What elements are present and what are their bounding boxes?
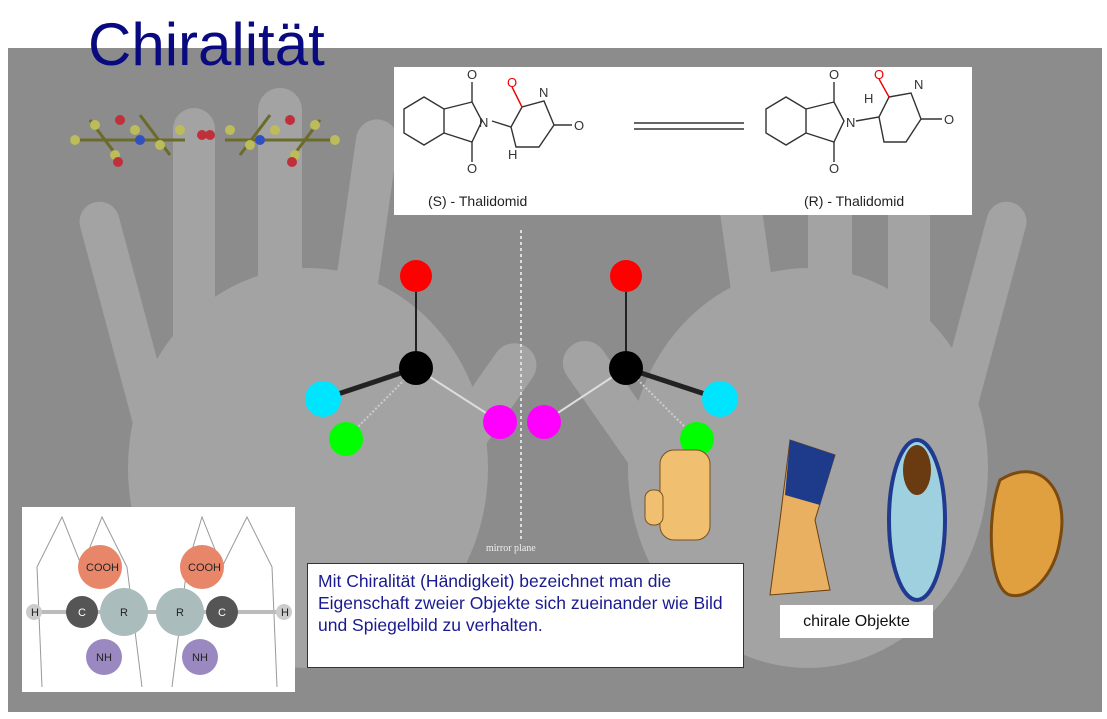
atom-label: O — [944, 112, 954, 127]
shoe-icon — [887, 438, 947, 602]
atom-label: N — [539, 85, 548, 100]
c-label: C — [218, 607, 226, 619]
atom-label: N — [479, 115, 488, 130]
foot-icon — [769, 439, 836, 596]
nh2-label: NH — [96, 652, 112, 664]
thalidomide-structures-panel: O O N O N O H O O N O N O H (S) - Thalid… — [394, 67, 972, 215]
atom-label: O — [874, 67, 884, 82]
cooh-label: COOH — [86, 562, 119, 574]
r-thalidomide-label: (R) - Thalidomid — [804, 193, 905, 209]
mirror-plane-label: mirror plane — [486, 543, 536, 554]
atom-label: O — [467, 161, 477, 176]
atom-label: H — [864, 91, 873, 106]
r-ball — [100, 588, 148, 636]
h-label: H — [281, 607, 289, 619]
cooh-ball — [78, 545, 122, 589]
top-atom-mirror — [610, 260, 642, 292]
r-label: R — [176, 607, 184, 619]
h-ball — [26, 604, 42, 620]
cooh-label: COOH — [188, 562, 221, 574]
center-atom — [399, 351, 433, 385]
definition-text-box: Mit Chiralität (Händigkeit) bezeichnet m… — [307, 563, 744, 668]
magenta-atom-mirror — [527, 405, 561, 439]
top-atom — [400, 260, 432, 292]
atom-label: O — [829, 67, 839, 82]
cyan-atom-mirror — [702, 381, 738, 417]
center-atom-mirror — [609, 351, 643, 385]
green-atom — [329, 422, 363, 456]
nh2-ball — [86, 639, 122, 675]
green-atom-mirror — [680, 422, 714, 456]
atom-label: O — [829, 161, 839, 176]
amino-acid-enantiomers-image: COOH R C NH H COOH R C NH H — [22, 507, 295, 692]
s-thalidomide-label: (S) - Thalidomid — [428, 193, 528, 209]
magenta-atom — [483, 405, 517, 439]
h-label: H — [31, 607, 39, 619]
slide-title: Chiralität — [88, 11, 325, 78]
ear-icon — [989, 470, 1064, 598]
atom-label: O — [574, 118, 584, 133]
r-label: R — [120, 607, 128, 619]
c-ball — [66, 596, 98, 628]
ball-and-stick-thalidomide-models — [70, 114, 340, 167]
nh2-label: NH — [192, 652, 208, 664]
chiral-objects-label: chirale Objekte — [780, 605, 933, 638]
thalidomide-structures: O O N O N O H O O N O N O H — [403, 67, 954, 176]
atom-label: O — [467, 67, 477, 82]
atom-label: N — [914, 77, 923, 92]
atom-label: H — [508, 147, 517, 162]
atom-label: O — [507, 75, 517, 90]
cyan-atom — [305, 381, 341, 417]
c-label: C — [78, 607, 86, 619]
hand-icon — [644, 449, 711, 541]
atom-label: N — [846, 115, 855, 130]
